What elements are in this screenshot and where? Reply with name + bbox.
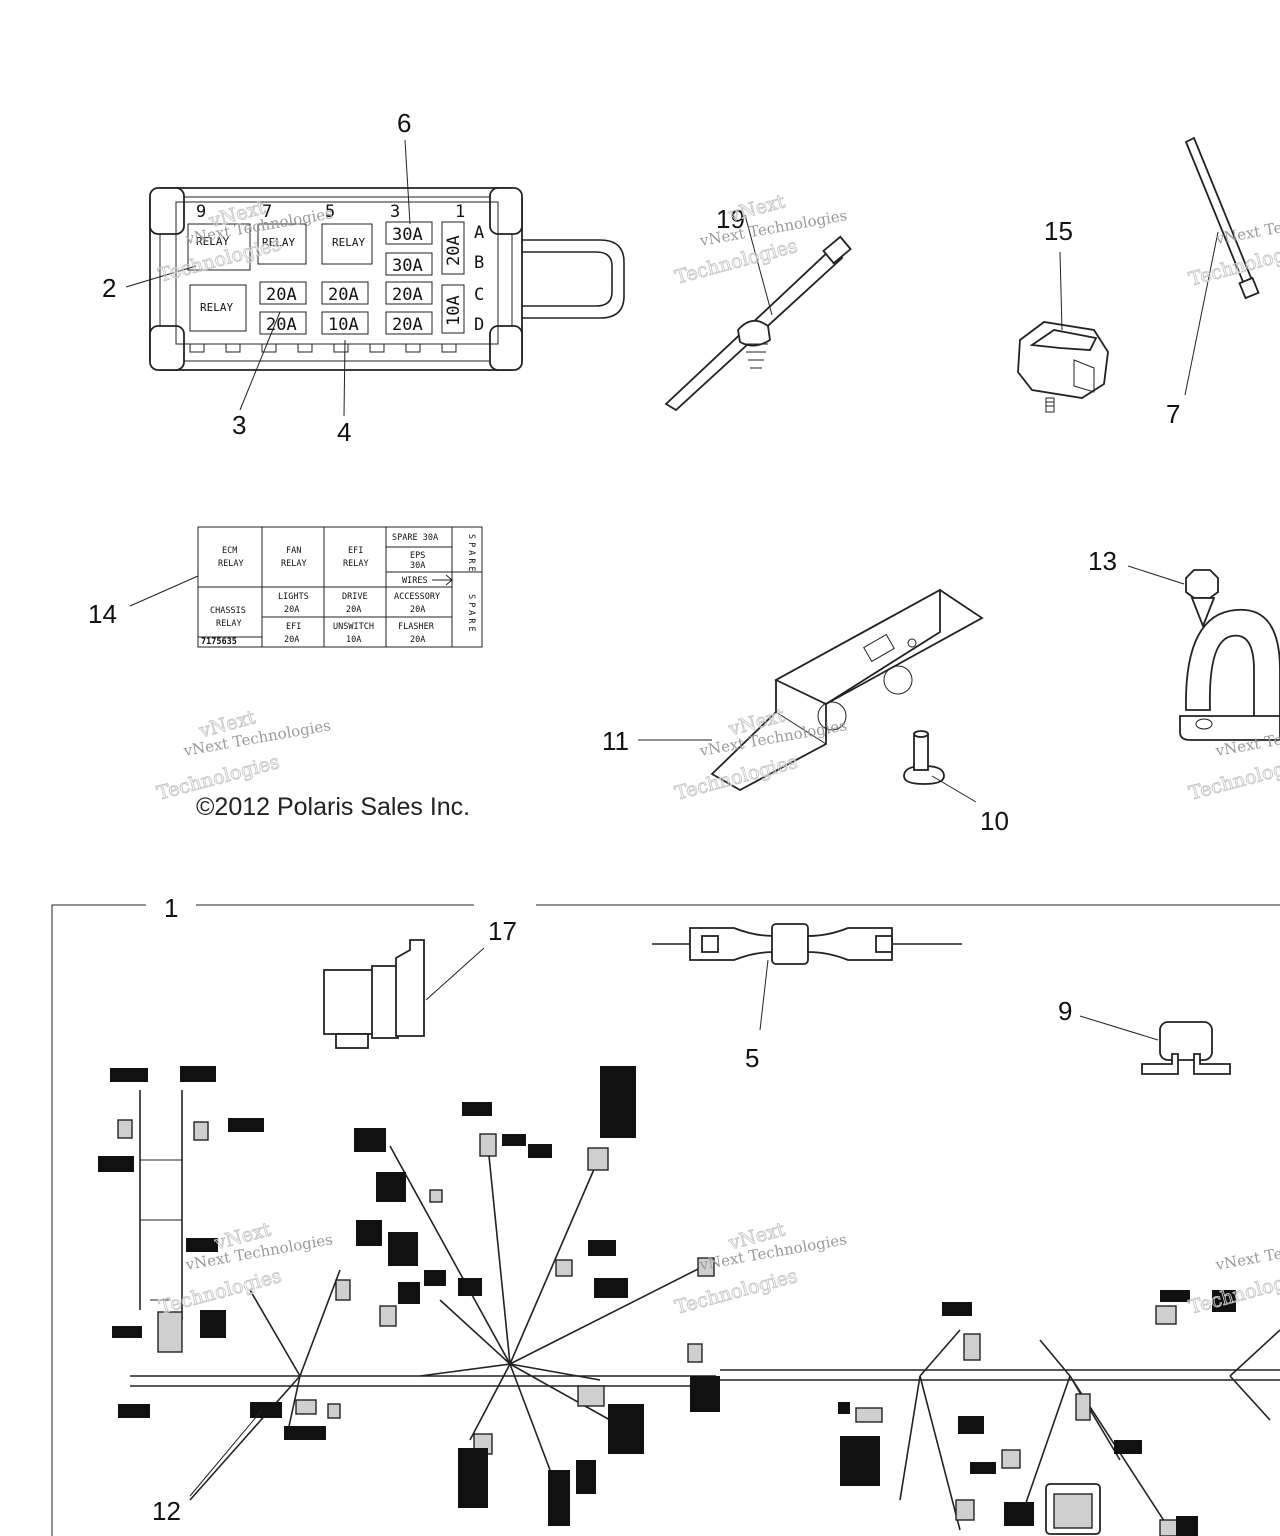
tbl-ecm-1: ECM <box>222 546 237 556</box>
callout-13: 13 <box>1088 546 1117 576</box>
fuse-20a-r3c1: 20A <box>266 285 297 305</box>
wires-arrow-icon <box>432 574 454 586</box>
flasher-module <box>1141 1021 1231 1075</box>
callout-5: 5 <box>745 1043 759 1073</box>
watermark-harness-right: vNext Technologies Technologies <box>1186 1230 1280 1319</box>
fuse-20a-side: 20A <box>444 235 464 266</box>
harness-frame <box>51 904 1280 1536</box>
cable-tie-mount <box>664 214 852 412</box>
tbl-part-number: 7175635 <box>201 637 237 647</box>
callout-11: 11 <box>602 726 629 756</box>
tbl-wires: WIRES <box>402 576 428 586</box>
tbl-accessory-2: 20A <box>410 605 425 615</box>
tbl-spare-vertical-1: SPARE <box>466 534 476 575</box>
watermark-line2: vNext Technologies <box>1213 1230 1280 1274</box>
callout-7: 7 <box>1166 399 1180 429</box>
tbl-fan-2: RELAY <box>281 559 307 569</box>
fuse-20a-r4c3: 20A <box>392 315 423 335</box>
copyright-text: ©2012 Polaris Sales Inc. <box>196 793 470 821</box>
wiring-harness <box>98 1066 1280 1536</box>
tbl-spare-vertical-2: SPARE <box>466 594 476 635</box>
callout-6: 6 <box>397 108 411 138</box>
fuse-box-number-9: 9 <box>196 202 206 222</box>
row-letter-b: B <box>474 253 484 273</box>
callout-14: 14 <box>88 599 117 629</box>
fuse-label-table: ECM RELAY FAN RELAY EFI RELAY SPARE 30A … <box>197 526 483 648</box>
callout-1: 1 <box>164 893 178 923</box>
tbl-unswitch-2: 10A <box>346 635 361 645</box>
callout-4: 4 <box>337 417 351 447</box>
fuse-10a-r4c2: 10A <box>328 315 359 335</box>
tbl-chassis-2: RELAY <box>216 619 242 629</box>
tbl-efi-fuse-1: EFI <box>286 622 301 632</box>
fuse-box: 9 7 5 3 1 RELAY RELAY RELAY RELAY 30A 30… <box>149 187 625 371</box>
watermark-copyright: vNext vNext Technologies Technologies <box>154 706 332 805</box>
fuse-30a-1: 30A <box>392 225 423 245</box>
callout-12: 12 <box>152 1496 181 1526</box>
tbl-drive-2: 20A <box>346 605 361 615</box>
tbl-efi-relay-1: EFI <box>348 546 363 556</box>
callout-19: 19 <box>716 204 745 234</box>
fuse-20a-r4c1: 20A <box>266 315 297 335</box>
relay-label-4: RELAY <box>200 301 233 314</box>
fuse-box-number-5: 5 <box>325 202 335 222</box>
push-rivet <box>903 730 945 785</box>
tbl-lights-2: 20A <box>284 605 299 615</box>
tbl-chassis-1: CHASSIS <box>210 606 246 616</box>
bolt-and-clamp <box>1179 569 1280 741</box>
connector-17 <box>323 939 425 1049</box>
fuse-30a-2: 30A <box>392 256 423 276</box>
callout-15: 15 <box>1044 216 1073 246</box>
relay-label-2: RELAY <box>262 236 295 249</box>
watermark-line3: Technologies <box>1187 751 1280 805</box>
callout-9: 9 <box>1058 996 1072 1026</box>
tbl-flasher-1: FLASHER <box>398 622 435 632</box>
tbl-accessory-1: ACCESSORY <box>394 592 440 602</box>
tbl-ecm-2: RELAY <box>218 559 244 569</box>
fuse-box-number-1: 1 <box>455 202 465 222</box>
callout-3: 3 <box>232 410 246 440</box>
callout-10: 10 <box>980 806 1009 836</box>
callout-17: 17 <box>488 916 517 946</box>
fuse-20a-r3c3: 20A <box>392 285 423 305</box>
callout-2: 2 <box>102 273 116 303</box>
fuse-20a-r3c2: 20A <box>328 285 359 305</box>
tbl-efi-relay-2: RELAY <box>343 559 369 569</box>
tbl-spare-30a: SPARE 30A <box>392 533 438 543</box>
tbl-unswitch-1: UNSWITCH <box>333 622 374 632</box>
tbl-flasher-2: 20A <box>410 635 425 645</box>
row-letter-d: D <box>474 315 484 335</box>
tbl-eps-2: 30A <box>410 561 425 571</box>
fuse-10a-side: 10A <box>444 295 464 326</box>
clip-part <box>1017 251 1109 413</box>
fuse-box-number-3: 3 <box>390 202 400 222</box>
relay-label-3: RELAY <box>332 236 365 249</box>
mounting-bracket <box>710 588 984 792</box>
watermark-harness-left: vNext vNext Technologies Technologies <box>156 1218 334 1319</box>
inline-fuse-holder <box>652 923 962 965</box>
row-letter-c: C <box>474 285 484 305</box>
relay-label-1: RELAY <box>196 235 229 248</box>
fuse-box-number-7: 7 <box>262 202 272 222</box>
tbl-efi-fuse-2: 20A <box>284 635 299 645</box>
tbl-eps-1: EPS <box>410 551 425 561</box>
tbl-fan-1: FAN <box>286 546 301 556</box>
long-cable-tie <box>1184 136 1260 396</box>
tbl-lights-1: LIGHTS <box>278 592 309 602</box>
row-letter-a: A <box>474 223 484 243</box>
tbl-drive-1: DRIVE <box>342 592 368 602</box>
